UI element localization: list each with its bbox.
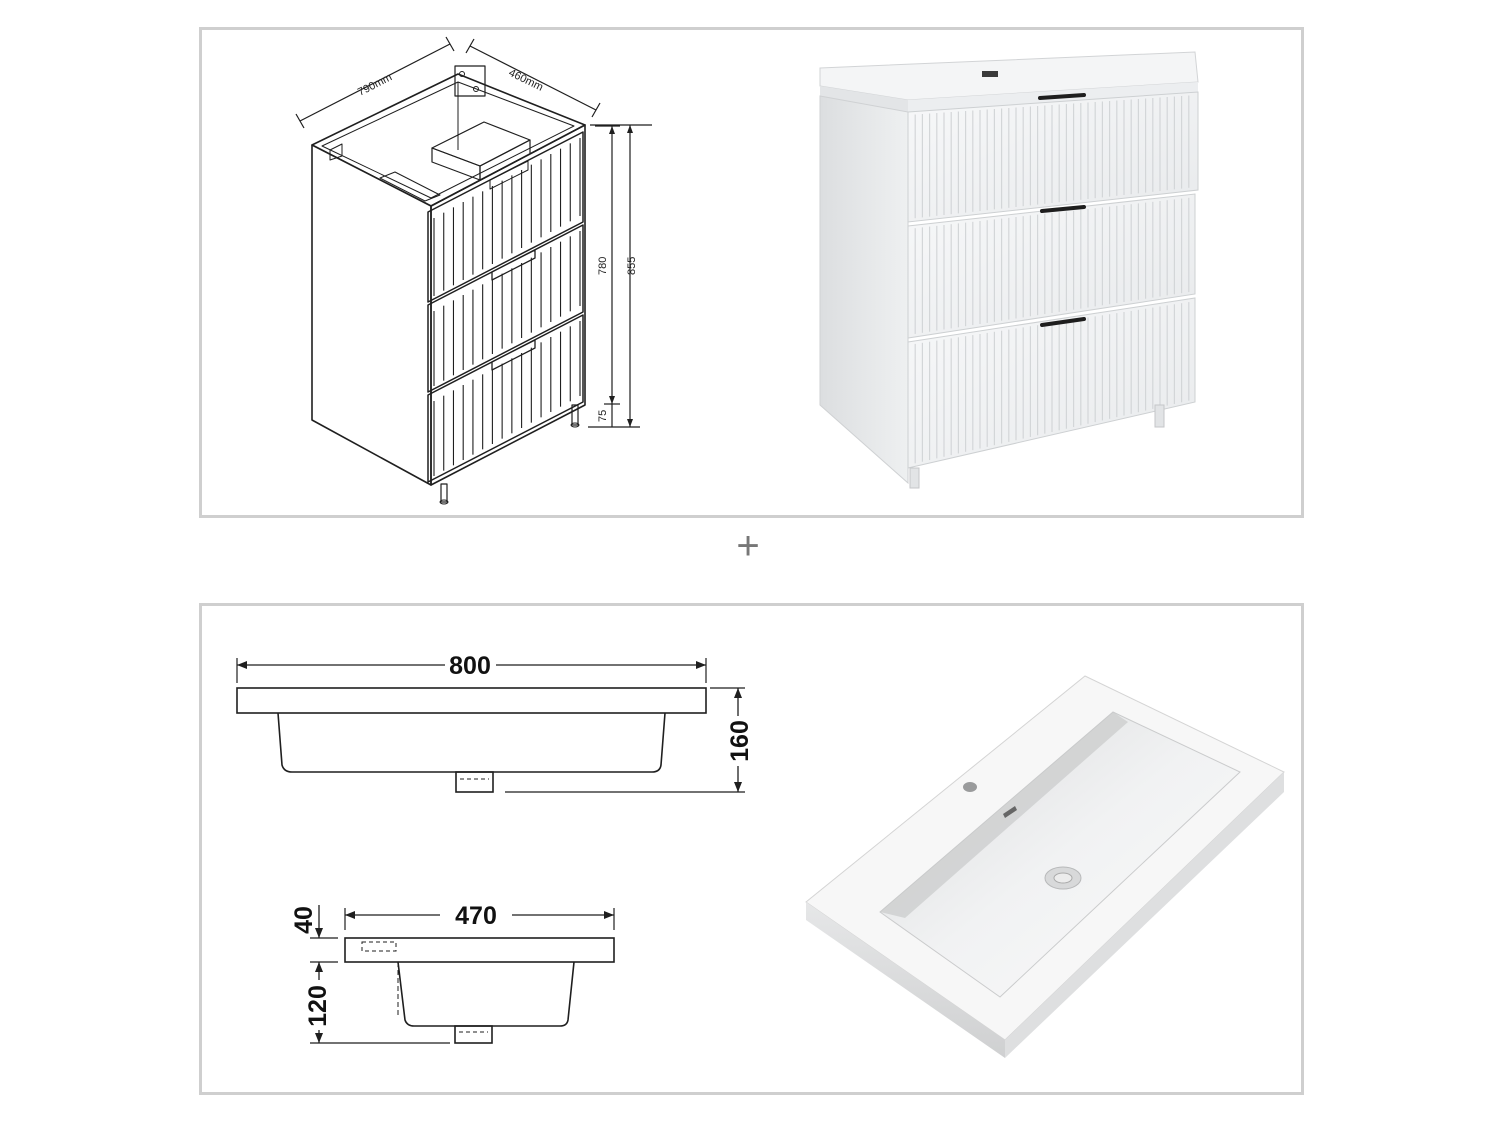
cabinet-panel	[199, 27, 1304, 518]
basin-panel	[199, 603, 1304, 1095]
plus-separator: +	[736, 524, 760, 568]
